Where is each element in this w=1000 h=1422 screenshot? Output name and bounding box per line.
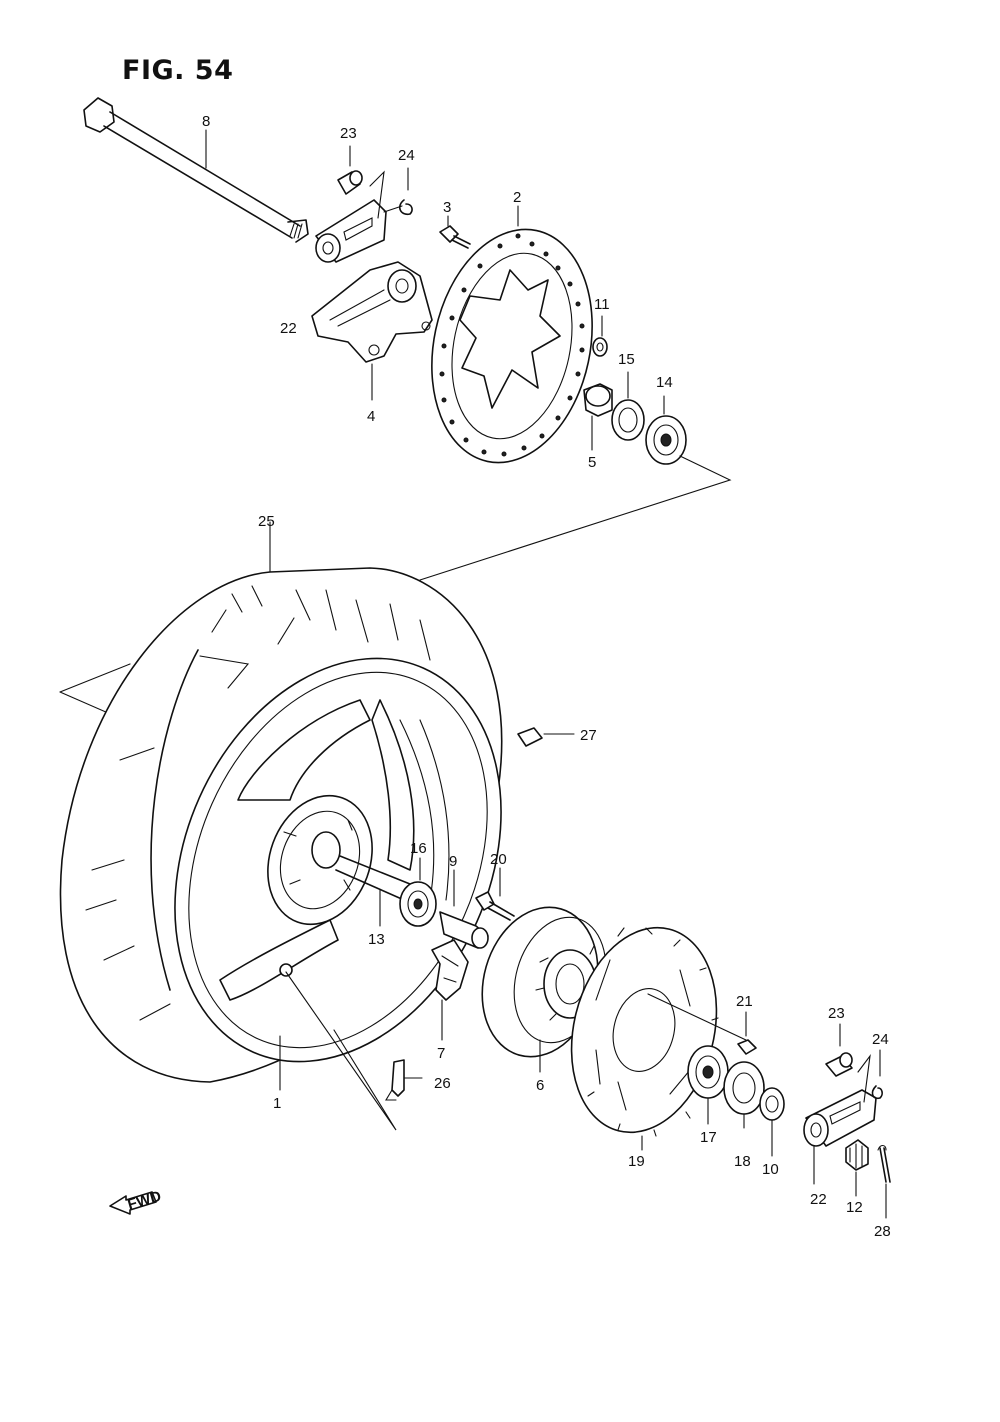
bearing-14 <box>645 395 687 465</box>
callout-labels: 8 23 24 3 2 11 22 15 14 4 5 25 27 16 9 2… <box>202 113 891 1240</box>
callout-12: 12 <box>846 1199 863 1216</box>
caliper-bracket <box>311 261 433 401</box>
disc-bolt <box>439 215 471 249</box>
rear-wheel-tire <box>59 521 503 1091</box>
callout-1: 1 <box>273 1095 281 1112</box>
oil-seal-15 <box>611 371 645 441</box>
callout-5: 5 <box>588 454 596 471</box>
callout-25: 25 <box>258 513 275 530</box>
callout-21: 21 <box>736 993 753 1010</box>
axle-part <box>83 97 309 243</box>
cush-damper-7 <box>431 939 469 1041</box>
hub-shaft <box>335 855 411 927</box>
spacer-9 <box>439 869 489 949</box>
chain-adjuster-lower <box>803 1023 891 1219</box>
callout-3: 3 <box>443 199 451 216</box>
balance-weight-27 <box>517 727 575 747</box>
spacer-11 <box>592 315 608 357</box>
valve-26 <box>285 971 423 1131</box>
nut-21 <box>737 1011 757 1055</box>
callout-7: 7 <box>437 1045 445 1062</box>
figure-title: FIG. 54 <box>122 55 234 86</box>
collar-10 <box>759 1087 785 1157</box>
fwd-badge-label: FWD <box>126 1188 164 1214</box>
callout-24b: 24 <box>872 1031 889 1048</box>
callout-16: 16 <box>410 840 427 857</box>
chain-adjuster-upper <box>315 145 413 263</box>
callout-19: 19 <box>628 1153 645 1170</box>
callout-24: 24 <box>398 147 415 164</box>
callout-15: 15 <box>618 351 635 368</box>
callout-18: 18 <box>734 1153 751 1170</box>
callout-23b: 23 <box>828 1005 845 1022</box>
callout-9: 9 <box>449 853 457 870</box>
callout-13: 13 <box>368 931 385 948</box>
callout-8: 8 <box>202 113 210 130</box>
callout-10: 10 <box>762 1161 779 1178</box>
callout-23: 23 <box>340 125 357 142</box>
callout-22: 22 <box>280 320 297 337</box>
bearing-17 <box>687 1045 729 1125</box>
forward-arrow-icon <box>109 1191 157 1215</box>
oil-seal-18 <box>723 1061 765 1129</box>
brake-disc <box>431 205 593 464</box>
callout-22b: 22 <box>810 1191 827 1208</box>
callout-20: 20 <box>490 851 507 868</box>
callout-17: 17 <box>700 1129 717 1146</box>
collar-5 <box>583 383 613 451</box>
rear-sprocket-19 <box>570 926 747 1151</box>
callout-6: 6 <box>536 1077 544 1094</box>
bearing-16 <box>399 857 437 927</box>
callout-27: 27 <box>580 727 597 744</box>
callout-2: 2 <box>513 189 521 206</box>
bolt-20 <box>475 867 515 921</box>
callout-26: 26 <box>434 1075 451 1092</box>
callout-4: 4 <box>367 408 375 425</box>
callout-14: 14 <box>656 374 673 391</box>
callout-11: 11 <box>594 296 610 313</box>
callout-28: 28 <box>874 1223 891 1240</box>
